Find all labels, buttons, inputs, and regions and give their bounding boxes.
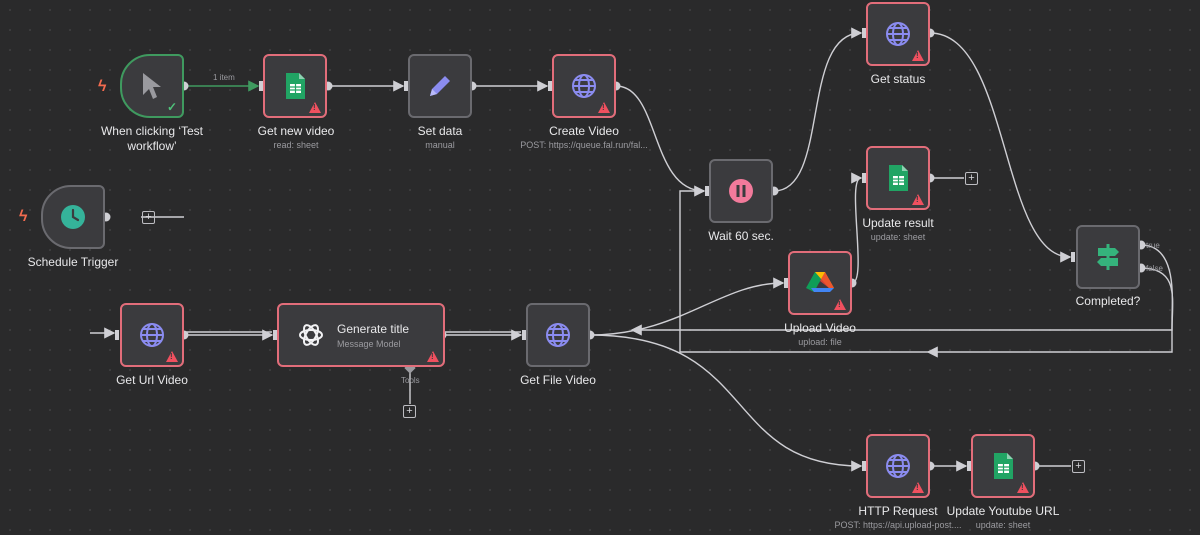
warning-icon <box>912 50 924 61</box>
connection-item-count: 1 item <box>213 73 235 82</box>
node-update-result-subtitle: update: sheet <box>870 232 926 242</box>
connection-upload-to-update-result <box>851 172 863 284</box>
trigger-bolt-icon: ϟ <box>19 208 28 225</box>
node-get-new-video-label: Get new video <box>257 124 335 138</box>
node-get-file-video-label: Get File Video <box>520 373 596 387</box>
node-get-status[interactable] <box>866 2 930 66</box>
warning-icon <box>912 482 924 493</box>
globe-icon <box>546 323 570 347</box>
node-create-video[interactable] <box>552 54 616 118</box>
node-completed[interactable] <box>1076 225 1140 289</box>
node-update-result-label: Update result <box>862 216 934 230</box>
warning-icon <box>166 351 178 362</box>
connection-wait-to-get-status <box>773 27 863 192</box>
connection-get-status-to-completed <box>929 32 1072 263</box>
add-node-button[interactable]: + <box>965 172 978 185</box>
node-completed-label: Completed? <box>1075 294 1141 308</box>
add-node-button[interactable]: + <box>142 211 155 224</box>
add-node-button[interactable]: + <box>1072 460 1085 473</box>
google-sheets-icon <box>286 73 305 99</box>
signpost-icon <box>1097 244 1119 270</box>
node-manual-trigger[interactable]: ✓ <box>120 54 184 118</box>
warning-icon <box>598 102 610 113</box>
node-upload-video-label: Upload Video <box>784 321 856 335</box>
node-update-youtube-url-subtitle: update: sheet <box>975 520 1031 530</box>
branch-false-label: false <box>1146 264 1163 273</box>
add-tool-button[interactable]: + <box>403 405 416 418</box>
tools-label: Tools <box>401 376 420 385</box>
connection-handles <box>101 28 1146 471</box>
node-manual-trigger-label: When clicking ‘Test workflow’ <box>100 124 204 153</box>
globe-icon <box>572 74 596 98</box>
warning-icon <box>834 299 846 310</box>
node-generate-title-label: Generate title <box>337 321 410 336</box>
node-get-url-video[interactable] <box>120 303 184 367</box>
google-sheets-icon <box>889 165 908 191</box>
success-check-icon: ✓ <box>166 100 177 114</box>
node-get-status-label: Get status <box>870 72 926 86</box>
branch-true-label: true <box>1146 241 1160 250</box>
globe-icon <box>886 454 910 478</box>
warning-icon <box>309 102 321 113</box>
google-drive-icon <box>806 272 834 292</box>
pencil-icon <box>430 76 450 96</box>
node-generate-title-subtitle: Message Model <box>337 338 401 349</box>
connection-completed-true-to-get-file <box>630 244 1174 336</box>
warning-icon <box>1017 482 1029 493</box>
warning-icon <box>912 194 924 205</box>
node-update-youtube-url-label: Update Youtube URL <box>946 504 1060 518</box>
node-get-file-video[interactable] <box>526 303 590 367</box>
node-upload-video[interactable] <box>788 251 852 315</box>
pause-icon <box>729 179 753 203</box>
node-schedule-trigger[interactable] <box>41 185 105 249</box>
node-upload-video-subtitle: upload: file <box>798 337 842 347</box>
node-set-data-label: Set data <box>417 124 463 138</box>
openai-icon <box>299 324 323 346</box>
node-set-data[interactable] <box>408 54 472 118</box>
node-update-youtube-url[interactable] <box>971 434 1035 498</box>
globe-icon <box>140 323 164 347</box>
clock-icon <box>61 205 85 229</box>
node-create-video-subtitle: POST: https://queue.fal.run/fal... <box>520 140 648 150</box>
node-schedule-trigger-label: Schedule Trigger <box>27 255 119 269</box>
connection-create-video-to-wait <box>615 85 706 197</box>
cursor-icon <box>143 73 161 99</box>
node-get-new-video[interactable] <box>263 54 327 118</box>
trigger-bolt-icon: ϟ <box>98 78 107 95</box>
warning-icon <box>427 351 439 362</box>
node-http-request[interactable] <box>866 434 930 498</box>
connection-get-file-to-http-request <box>589 334 863 472</box>
node-wait[interactable] <box>709 159 773 223</box>
node-create-video-label: Create Video <box>549 124 619 138</box>
node-http-request-label: HTTP Request <box>858 504 938 518</box>
google-sheets-icon <box>994 453 1013 479</box>
node-generate-title[interactable]: Generate title Message Model <box>277 303 445 367</box>
node-wait-label: Wait 60 sec. <box>708 229 774 243</box>
connection-loop-back-to-wait <box>679 190 928 353</box>
node-get-url-video-label: Get Url Video <box>116 373 188 387</box>
globe-icon <box>886 22 910 46</box>
connection-get-file-to-upload <box>589 277 785 336</box>
node-update-result[interactable] <box>866 146 930 210</box>
